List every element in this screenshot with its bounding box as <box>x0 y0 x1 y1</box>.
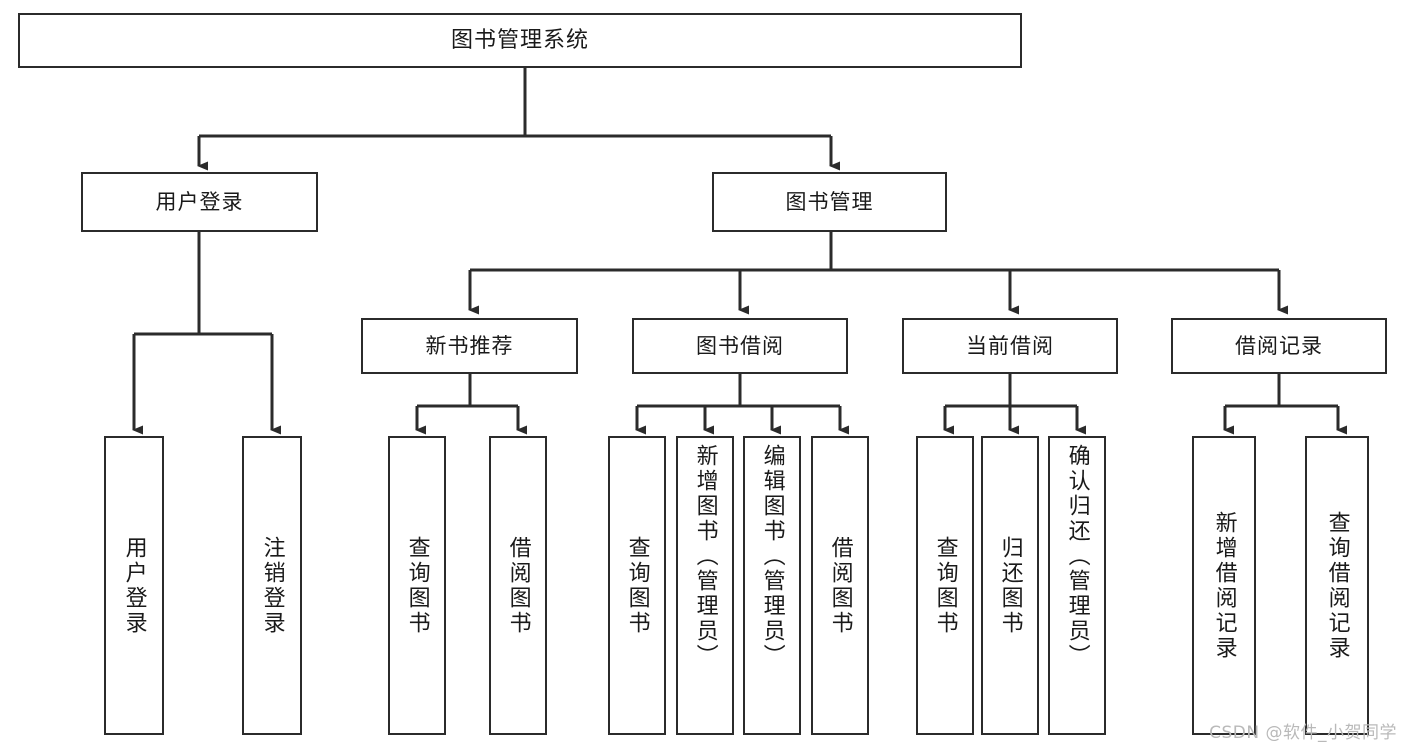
node-label: 新书推荐 <box>425 333 514 358</box>
node-book-management[interactable]: 图书管理 <box>712 172 947 232</box>
leaf-borrow-borrow-book[interactable]: 借阅图书 <box>811 436 869 735</box>
leaf-borrow-query-book[interactable]: 查询图书 <box>608 436 666 735</box>
node-label: 图书管理系统 <box>450 27 589 53</box>
node-root-library-system[interactable]: 图书管理系统 <box>18 13 1022 68</box>
node-current-borrow[interactable]: 当前借阅 <box>902 318 1118 374</box>
leaf-record-query[interactable]: 查询借阅记录 <box>1305 436 1369 735</box>
node-label: 借阅记录 <box>1235 333 1323 358</box>
leaf-current-confirm-return[interactable]: 确认归还（管理员） <box>1048 436 1106 735</box>
node-borrow-record[interactable]: 借阅记录 <box>1171 318 1387 374</box>
node-label: 图书借阅 <box>696 333 784 358</box>
csdn-watermark: CSDN @软件_小贺同学 <box>1209 723 1397 743</box>
node-label: 图书管理 <box>785 189 874 214</box>
node-label: 查询借阅记录 <box>1324 510 1350 661</box>
leaf-user-login-signin[interactable]: 用户登录 <box>104 436 164 735</box>
node-new-book-recommend[interactable]: 新书推荐 <box>361 318 578 374</box>
leaf-borrow-add-book[interactable]: 新增图书（管理员） <box>676 436 734 735</box>
node-label: 用户登录 <box>155 189 244 214</box>
node-label: 确认归还（管理员） <box>1064 444 1090 669</box>
leaf-current-query-book[interactable]: 查询图书 <box>916 436 974 735</box>
leaf-new-book-borrow[interactable]: 借阅图书 <box>489 436 547 735</box>
node-label: 借阅图书 <box>827 535 853 636</box>
node-label: 新增借阅记录 <box>1211 510 1237 661</box>
leaf-current-return-book[interactable]: 归还图书 <box>981 436 1039 735</box>
leaf-user-login-signout[interactable]: 注销登录 <box>242 436 302 735</box>
node-label: 编辑图书（管理员） <box>759 444 785 669</box>
node-label: 新增图书（管理员） <box>692 444 718 669</box>
leaf-record-add[interactable]: 新增借阅记录 <box>1192 436 1256 735</box>
node-label: 查询图书 <box>932 535 958 636</box>
node-label: 注销登录 <box>259 535 285 636</box>
leaf-borrow-edit-book[interactable]: 编辑图书（管理员） <box>743 436 801 735</box>
leaf-new-book-query[interactable]: 查询图书 <box>388 436 446 735</box>
node-label: 查询图书 <box>624 535 650 636</box>
node-user-login[interactable]: 用户登录 <box>81 172 318 232</box>
node-label: 用户登录 <box>121 535 147 636</box>
node-label: 归还图书 <box>997 535 1023 636</box>
node-label: 当前借阅 <box>966 333 1054 358</box>
node-label: 查询图书 <box>404 535 430 636</box>
node-book-borrow[interactable]: 图书借阅 <box>632 318 848 374</box>
node-label: 借阅图书 <box>505 535 531 636</box>
